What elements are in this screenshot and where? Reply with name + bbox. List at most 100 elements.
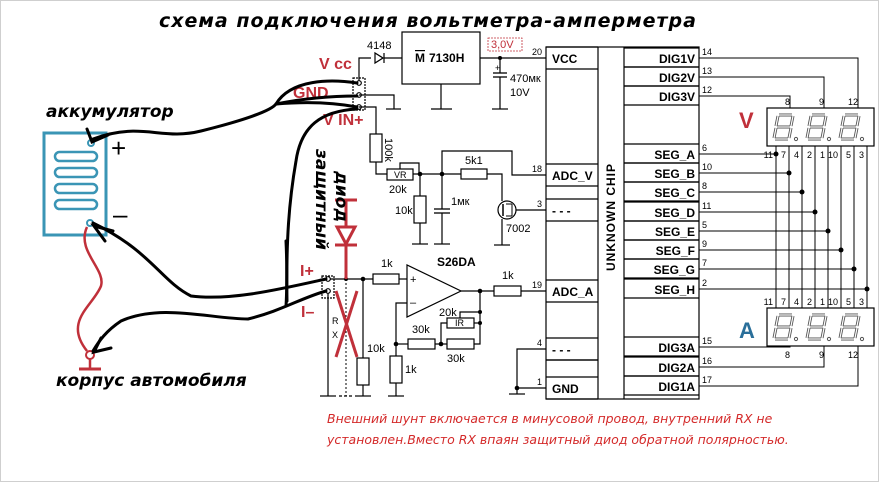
capacitor-470uf: +	[493, 63, 507, 78]
wire	[359, 94, 395, 109]
chip-right-pin-number: 5	[702, 220, 707, 230]
digit-wire	[699, 76, 825, 108]
opamp-label: S26DA	[437, 255, 476, 269]
junction	[838, 247, 844, 253]
chip-right-pin-number: 12	[702, 85, 712, 95]
resistor-30k-b	[446, 338, 475, 350]
amp-display-label: A	[739, 318, 755, 343]
chip-right-pin-label: DIG3A	[658, 341, 695, 355]
battery-symbol	[42, 131, 108, 237]
wire	[440, 322, 447, 344]
note-line-1: Внешний шунт включается в минусовой пров…	[327, 411, 773, 426]
capacitor-1uf	[434, 208, 450, 214]
arrow-head	[85, 127, 110, 145]
trimmer-vr-label: VR	[394, 170, 407, 180]
svg-text:+: +	[410, 274, 416, 286]
digit-pin-number: 12	[848, 97, 858, 107]
segment-inner	[821, 127, 825, 139]
wire-battery-minus	[91, 221, 328, 299]
segment-inner	[839, 127, 843, 139]
segment-inner	[854, 327, 858, 339]
chip-left-pin-number: 20	[532, 47, 542, 57]
chip-right-pin-number: 15	[702, 336, 712, 346]
chip-left-pin-label: ADC_A	[552, 285, 594, 299]
junction	[864, 286, 870, 292]
wire-battery-plus-to-vcc	[91, 79, 359, 141]
cap-1uf-label: 1мк	[451, 196, 470, 208]
unknown-chip	[545, 46, 700, 400]
chip-right-pin-number: 2	[702, 278, 707, 288]
chip-right-pin-number: 6	[702, 143, 707, 153]
segment-pin-number: 10	[828, 150, 838, 160]
volt-display-label: V	[739, 108, 754, 133]
digit-pin-number: 9	[819, 97, 824, 107]
chip-left-pin-label: ADC_V	[552, 169, 593, 183]
wire	[516, 348, 546, 389]
diode-4148-symbol	[374, 51, 385, 65]
decimal-point	[859, 336, 865, 342]
chip-right-pin-number: 14	[702, 47, 712, 57]
junction	[799, 189, 805, 195]
segment-inner	[856, 115, 860, 127]
chip-right-pin-label: DIG1V	[659, 52, 695, 66]
wire	[359, 106, 377, 134]
segment-inner	[790, 315, 794, 327]
chip-left-pin-number: 1	[537, 377, 542, 387]
chip-right-pin-number: 11	[702, 201, 711, 211]
decimal-point	[793, 336, 799, 342]
segment-pin-number: 11	[764, 150, 773, 160]
resistor-10k-input-label: 10k	[367, 343, 385, 355]
cap-main-voltage: 10V	[510, 87, 530, 99]
digit-wire	[699, 57, 859, 108]
segment-inner	[841, 315, 845, 327]
chip-right-pin-number: 16	[702, 356, 712, 366]
protect-diode-label-1: защитный	[311, 148, 331, 250]
svg-text:+: +	[495, 63, 500, 73]
rx-crossed-out	[334, 290, 359, 358]
i-minus-label: I–	[301, 304, 314, 321]
segment-pin-number: 5	[846, 150, 851, 160]
chip-right-pin-label: SEG_E	[655, 225, 695, 239]
segment-pin-number: 2	[807, 297, 812, 307]
arrow-head	[90, 223, 115, 243]
chip-right-pin-label: SEG_A	[654, 148, 695, 162]
chip-right-pin-number: 9	[702, 239, 707, 249]
chip-left-pin-number: 18	[532, 164, 542, 174]
digit-wire	[699, 346, 859, 387]
vin-label: V IN+	[323, 112, 363, 129]
decimal-point	[826, 136, 832, 142]
digit-pin-number: 8	[785, 350, 790, 360]
resistor-1k-gnd-label: 1k	[405, 364, 417, 376]
segment-inner	[856, 315, 860, 327]
car-body-label: корпус автомобиля	[56, 371, 247, 391]
rx-r-label: R	[332, 316, 339, 326]
diode-label: 4148	[367, 40, 391, 52]
segment-inner	[788, 327, 792, 339]
arrow-head	[91, 336, 113, 355]
segment-inner	[788, 127, 792, 139]
wire	[395, 302, 407, 344]
chip-left-pin-label: - - -	[552, 343, 571, 357]
chip-left-pin-label: - - -	[552, 204, 571, 218]
chip-right-pin-label: SEG_D	[654, 206, 695, 220]
segment-pin-number: 10	[828, 297, 838, 307]
wire	[284, 239, 289, 308]
ground-strap-wire	[76, 226, 103, 352]
vout-label: 3,0V	[491, 39, 514, 51]
trimmer-value: 20k	[389, 184, 407, 196]
segment-inner	[773, 127, 777, 139]
wire	[474, 291, 481, 345]
segment-pin-number: 11	[764, 297, 773, 307]
segment-inner	[854, 127, 858, 139]
chip-right-pin-number: 7	[702, 258, 707, 268]
digit-pin-number: 9	[819, 350, 824, 360]
segment-inner	[823, 115, 827, 127]
chip-right-pin-label: DIG2A	[658, 361, 695, 375]
battery-minus-label: –	[113, 199, 128, 229]
protection-diode	[334, 198, 358, 279]
